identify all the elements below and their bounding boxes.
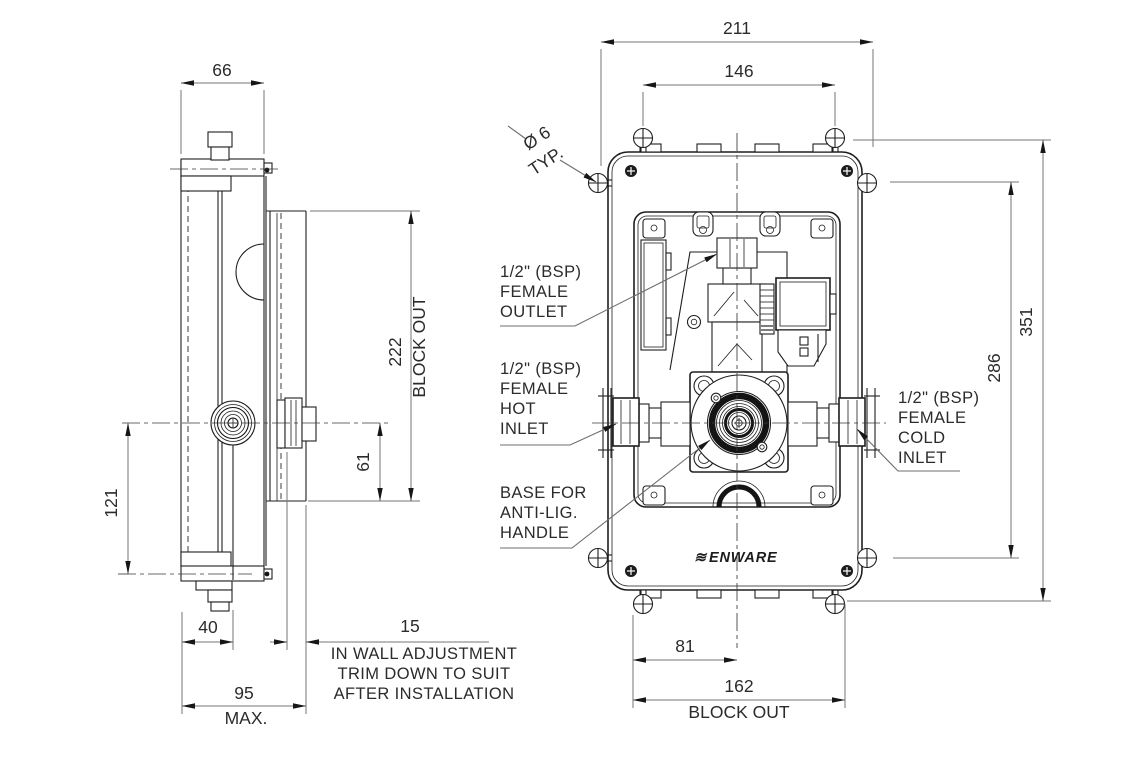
callout-hot-inlet: 1/2" (BSP) FEMALE HOT INLET: [500, 360, 617, 446]
dim-side-blockout-label: BLOCK OUT: [409, 296, 429, 397]
top-screw: [207, 131, 233, 148]
handle-base-label-line3: HANDLE: [500, 524, 569, 542]
callout-labels: 1/2" (BSP) FEMALE OUTLET 1/2" (BSP) FEMA…: [500, 253, 979, 549]
dim-side-center-height: 121: [101, 488, 121, 517]
side-view: [118, 131, 392, 612]
enware-logo-wave-icon: ≋: [694, 550, 708, 566]
adjust-note-line2: TRIM DOWN TO SUIT: [337, 665, 510, 683]
cold-inlet-label-line2: FEMALE: [898, 409, 966, 427]
hot-inlet-label-line2: FEMALE: [500, 380, 568, 398]
hot-inlet-label-line3: HOT: [500, 400, 536, 418]
dim-side-blockout-value: 222: [385, 337, 405, 366]
solenoid-coil-box: [775, 277, 831, 331]
callout-handle-base: BASE FOR ANTI-LIG. HANDLE: [500, 439, 711, 549]
dim-front-blockout-value: 162: [724, 676, 753, 696]
hot-inlet-label-line4: INLET: [500, 420, 549, 438]
mounting-bosses: [692, 211, 781, 237]
outlet-label-line1: 1/2" (BSP): [500, 263, 581, 281]
handle-base-label-line1: BASE FOR: [500, 484, 587, 502]
callout-outlet: 1/2" (BSP) FEMALE OUTLET: [500, 253, 718, 327]
dim-side-depth-max-label: MAX.: [225, 708, 268, 728]
adjust-note-line3: AFTER INSTALLATION: [334, 685, 515, 703]
dim-front-blockout-label: BLOCK OUT: [688, 702, 789, 722]
dim-front-width-overall: 211: [723, 18, 751, 38]
hot-inlet-fitting: [598, 388, 691, 458]
cold-inlet-label-line4: INLET: [898, 449, 947, 467]
cold-inlet-label-line1: 1/2" (BSP): [898, 389, 979, 407]
dim-side-inlet-height: 61: [353, 452, 373, 471]
dim-front-width-screws: 146: [724, 61, 753, 81]
callout-cold-inlet: 1/2" (BSP) FEMALE COLD INLET: [856, 389, 979, 472]
front-view: ≋ ENWARE: [587, 127, 886, 648]
handle-base-label-line2: ANTI-LIG.: [500, 504, 578, 522]
dim-side-depth-body: 40: [198, 617, 218, 637]
cable-gland-arc: [712, 480, 766, 508]
cable-slot: [235, 243, 265, 301]
window-corner-clips: [642, 218, 834, 506]
side-rail-panel: [640, 239, 672, 351]
bottom-screw: [207, 589, 233, 603]
side-view-dimensions: 66 222 BLOCK OUT 61 121 40 15 IN WALL AD…: [101, 60, 517, 728]
top-bracket: [180, 175, 232, 192]
dim-front-height-screws: 286: [984, 353, 1004, 382]
dim-front-center-offset: 81: [675, 636, 694, 656]
dim-side-adjust-value: 15: [400, 616, 419, 636]
enware-logo: ENWARE: [709, 550, 778, 566]
solenoid-valve: [759, 277, 837, 367]
hot-inlet-label-line1: 1/2" (BSP): [500, 360, 581, 378]
top-flange: [180, 158, 265, 177]
dim-side-width: 66: [212, 60, 231, 80]
outlet-label-line2: FEMALE: [500, 283, 568, 301]
dim-side-depth-max: 95: [234, 683, 253, 703]
inner-corner-screws: [625, 165, 853, 577]
outlet-label-line3: OUTLET: [500, 303, 568, 321]
bottom-bracket: [180, 551, 232, 568]
bottom-flange: [180, 565, 265, 582]
dim-front-height-overall: 351: [1016, 307, 1036, 336]
cold-inlet-label-line3: COLD: [898, 429, 945, 447]
adjust-note-line1: IN WALL ADJUSTMENT: [331, 645, 518, 663]
